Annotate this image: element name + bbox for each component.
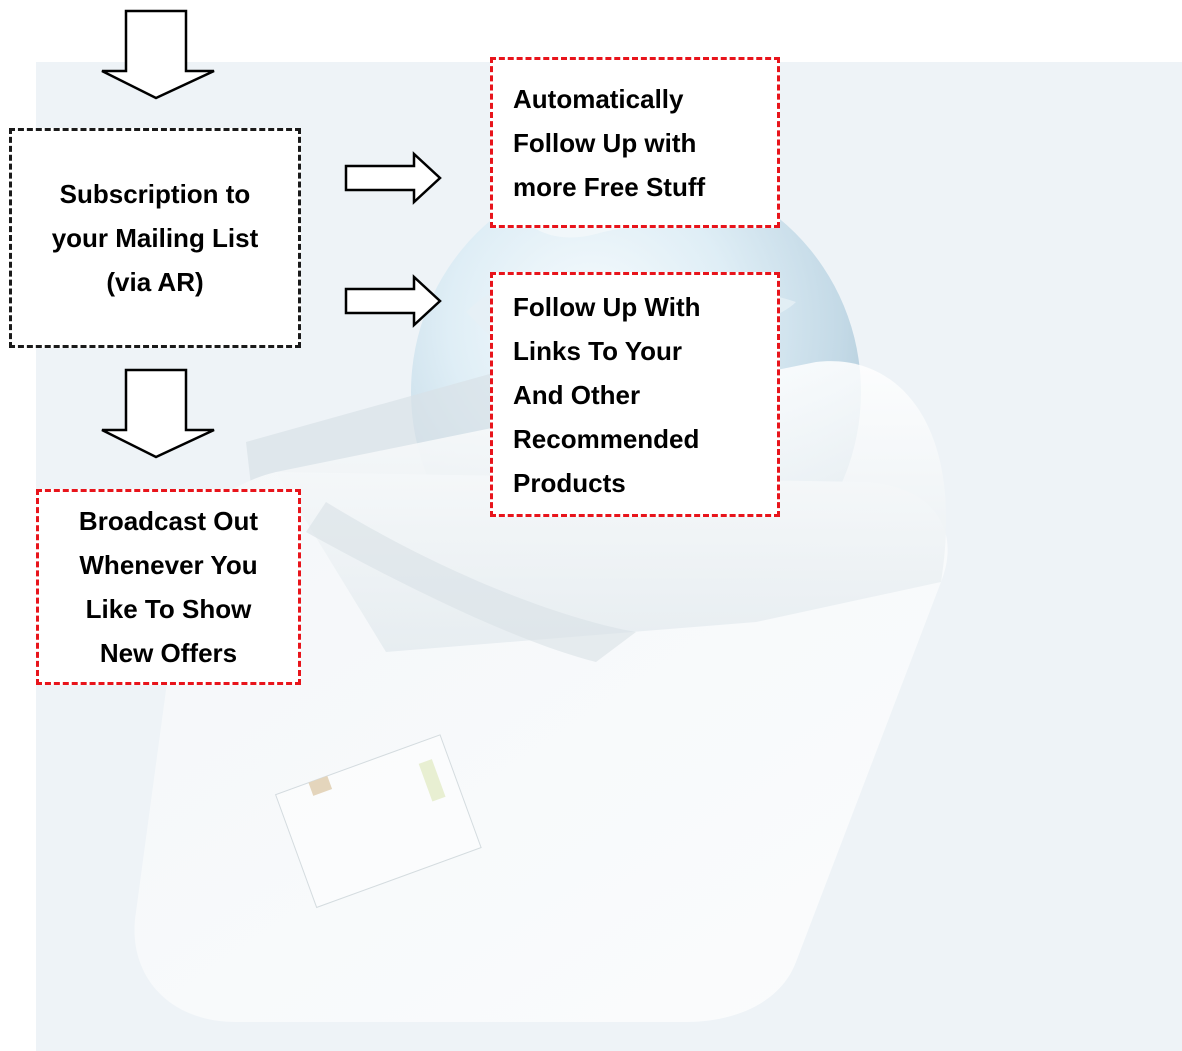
down-arrow-entry [100,9,220,101]
node-subscription: Subscription to your Mailing List (via A… [9,128,301,348]
down-arrow-to-broadcast [100,368,220,460]
node-follow-up-links-label: Follow Up With Links To Your And Other R… [513,291,701,498]
right-arrow-to-follow-up-free [344,151,444,205]
node-broadcast-label: Broadcast Out Whenever You Like To Show … [78,506,259,668]
node-subscription-label: Subscription to your Mailing List (via A… [51,179,259,297]
node-follow-up-free-label: Automatically Follow Up with more Free S… [513,83,706,202]
node-broadcast: Broadcast Out Whenever You Like To Show … [36,489,301,685]
node-follow-up-links: Follow Up With Links To Your And Other R… [490,272,780,517]
node-follow-up-free: Automatically Follow Up with more Free S… [490,57,780,228]
right-arrow-to-follow-up-links [344,274,444,328]
